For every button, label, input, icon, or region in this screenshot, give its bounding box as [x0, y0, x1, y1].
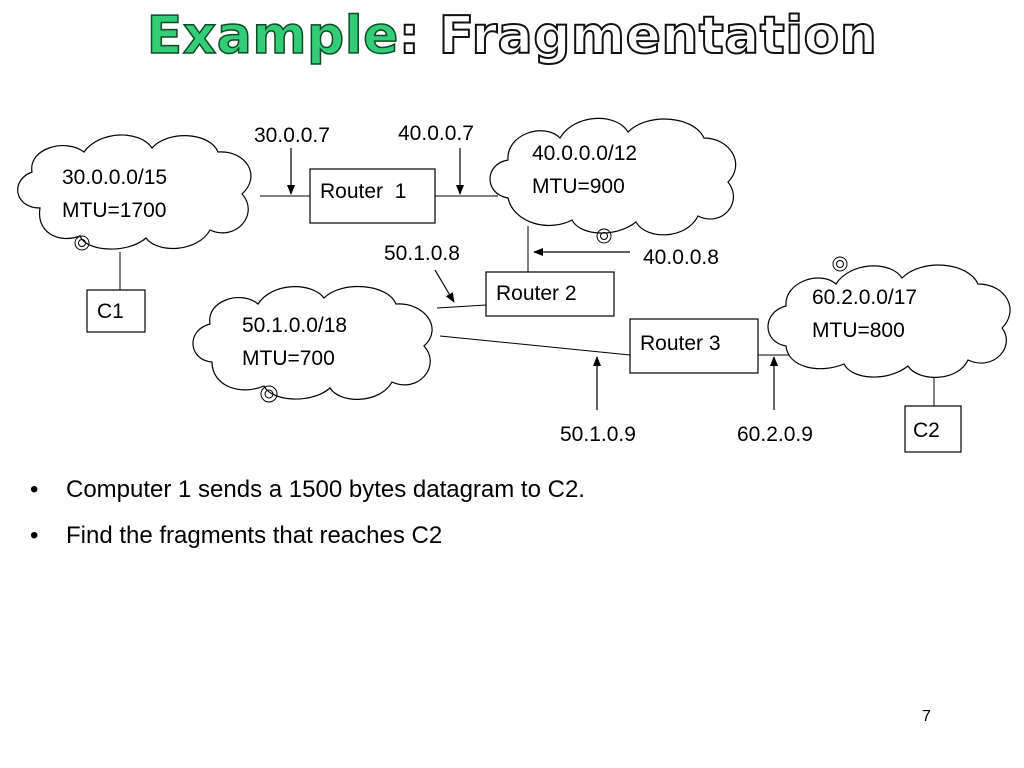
- net30-address: 30.0.0.0/15: [62, 166, 167, 189]
- bullet-text: Find the fragments that reaches C2: [66, 522, 443, 549]
- cloud-net40: [489, 117, 737, 236]
- bullet-item: • Computer 1 sends a 1500 bytes datagram …: [30, 475, 585, 505]
- arrow-50-1-0-8: [434, 269, 455, 303]
- cloud-ring-net40: [596, 228, 612, 244]
- interface-50-1-0-9: 50.1.0.9: [560, 423, 636, 446]
- cloud-net60: [767, 264, 1011, 378]
- interface-50-1-0-8: 50.1.0.8: [384, 242, 460, 265]
- interface-30-0-0-7: 30.0.0.7: [254, 124, 330, 147]
- net60-address: 60.2.0.0/17: [812, 286, 917, 309]
- interface-40-0-0-8: 40.0.0.8: [643, 246, 719, 269]
- router1-box: [309, 168, 436, 224]
- router3-box: [629, 318, 759, 374]
- bullet-text: Computer 1 sends a 1500 bytes datagram t…: [66, 476, 585, 503]
- c1-box: [86, 289, 146, 333]
- net50-address: 50.1.0.0/18: [242, 314, 347, 337]
- slide-title: Example: Fragmentation: [0, 6, 1024, 66]
- bullet-list: • Computer 1 sends a 1500 bytes datagram …: [30, 475, 585, 567]
- net40-mtu: MTU=900: [532, 175, 625, 198]
- net30-mtu: MTU=1700: [62, 199, 166, 222]
- c2-label: C2: [913, 419, 940, 442]
- bullet-dot: •: [30, 522, 39, 549]
- net40-address: 40.0.0.0/12: [532, 142, 637, 165]
- cloud-net50: [192, 285, 433, 400]
- bullet-dot: •: [30, 476, 39, 503]
- page-number: 7: [922, 708, 931, 725]
- cloud-ring-net60: [832, 256, 848, 272]
- bullet-item: • Find the fragments that reaches C2: [30, 521, 585, 551]
- title-accent: Example: [146, 6, 399, 66]
- c1-label: C1: [97, 300, 124, 323]
- net50-mtu: MTU=700: [242, 347, 335, 370]
- c2-box: [904, 405, 962, 453]
- router2-box: [485, 271, 615, 317]
- interface-60-2-0-9: 60.2.0.9: [737, 423, 813, 446]
- router1-label: Router 1: [320, 180, 406, 203]
- title-rest: : Fragmentation: [398, 6, 878, 66]
- link-router2-net50: [436, 304, 487, 309]
- cloud-ring-net50: [260, 385, 278, 403]
- router3-label: Router 3: [640, 332, 721, 355]
- cloud-net30: [17, 134, 252, 250]
- net60-mtu: MTU=800: [812, 319, 905, 342]
- link-net50-router3: [439, 335, 631, 356]
- cloud-ring-net30: [74, 235, 90, 251]
- router2-label: Router 2: [496, 282, 577, 305]
- interface-40-0-0-7: 40.0.0.7: [398, 122, 474, 145]
